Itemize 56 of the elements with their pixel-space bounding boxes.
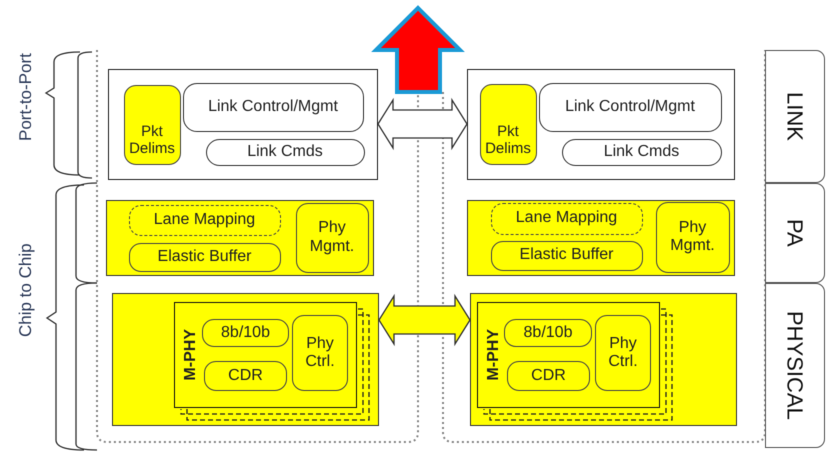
block-label: Phy Ctrl. xyxy=(304,334,336,372)
block-label: Link Cmds xyxy=(602,142,680,162)
block-label: Lane Mapping xyxy=(152,210,256,230)
cdr-box xyxy=(507,361,590,391)
block-title: M-PHY xyxy=(180,328,200,380)
side-label: Chip to Chip xyxy=(16,242,36,339)
link-commands-box xyxy=(206,138,364,166)
physical-layer-box xyxy=(470,293,737,426)
cdr-box xyxy=(204,361,287,391)
mphy-frame xyxy=(476,302,660,408)
encoding-box xyxy=(504,319,592,347)
phy-management-box xyxy=(296,202,368,272)
lane-mapping-box xyxy=(128,204,280,236)
link-layer-box xyxy=(108,69,378,180)
pa-layer-box xyxy=(467,200,735,276)
link-layer-box xyxy=(467,69,735,180)
lane-mapping-box xyxy=(490,202,642,234)
layer-name: PA xyxy=(782,219,809,247)
packet-delimiter-box xyxy=(124,84,180,164)
block-label: Elastic Buffer xyxy=(156,248,252,266)
phy-control-box xyxy=(292,315,348,391)
block-label: Link Control/Mgmt xyxy=(564,98,696,116)
packet-delimiter-box xyxy=(480,84,536,164)
encoding-box xyxy=(202,319,289,347)
block-label: Phy Mgmt. xyxy=(669,218,716,256)
block-label: 8b/10b xyxy=(522,324,574,342)
block-label: Phy Ctrl. xyxy=(607,334,639,372)
elastic-buffer-box xyxy=(128,242,280,272)
block-label: CDR xyxy=(530,366,567,386)
double-arrow xyxy=(378,294,471,346)
phy-management-box xyxy=(656,202,730,272)
side-label: Port-to-Port xyxy=(16,52,36,144)
layer-tab xyxy=(765,183,825,283)
phy-control-box xyxy=(595,315,651,391)
block-label: Link Control/Mgmt xyxy=(207,98,339,116)
layer-name: LINK xyxy=(782,92,809,141)
mphy-frame xyxy=(174,302,356,408)
block-label: Elastic Buffer xyxy=(518,246,614,265)
block-label: 8b/10b xyxy=(220,324,271,342)
link-control-box xyxy=(182,82,364,132)
layer-tab xyxy=(765,283,825,448)
layer-tab xyxy=(765,50,825,183)
elastic-buffer-box xyxy=(490,240,642,270)
block-label: Pkt Delims xyxy=(128,123,176,158)
block-label: Link Cmds xyxy=(246,142,324,162)
block-label: Lane Mapping xyxy=(514,209,618,228)
double-arrow xyxy=(377,98,468,150)
layer-name: PHYSICAL xyxy=(782,311,809,420)
block-label: CDR xyxy=(227,366,264,386)
pa-layer-box xyxy=(106,200,374,276)
block-title: M-PHY xyxy=(484,328,502,380)
link-control-box xyxy=(538,82,722,132)
block-label: Pkt Delims xyxy=(484,123,532,158)
physical-layer-box xyxy=(112,293,379,426)
block-label: Phy Mgmt. xyxy=(308,219,356,256)
link-commands-box xyxy=(562,138,722,166)
